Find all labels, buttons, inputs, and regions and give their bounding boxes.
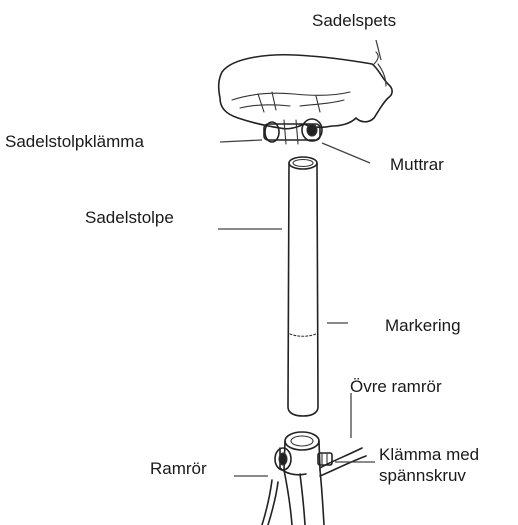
seatpost-tube: [288, 157, 318, 416]
label-seatpost-clamp: Sadelstolpklämma: [5, 131, 144, 152]
label-clamp-with-bolt-line1: Klämma med: [379, 444, 479, 465]
label-saddle-tip: Sadelspets: [312, 10, 396, 31]
label-top-tube: Övre ramrör: [350, 376, 442, 397]
leader-nuts: [322, 143, 370, 163]
frame-clamp: [262, 432, 366, 525]
saddle: [219, 52, 392, 129]
leader-seatpost-clamp: [220, 140, 262, 142]
label-seatpost: Sadelstolpe: [85, 207, 174, 228]
seatpost-clamp: [264, 119, 322, 144]
label-clamp-with-bolt: Klämma med spännskruv: [379, 444, 479, 486]
label-frame-tube: Ramrör: [150, 458, 207, 479]
label-clamp-with-bolt-line2: spännskruv: [379, 465, 479, 486]
label-nuts: Muttrar: [390, 154, 444, 175]
label-marking: Markering: [385, 315, 461, 336]
